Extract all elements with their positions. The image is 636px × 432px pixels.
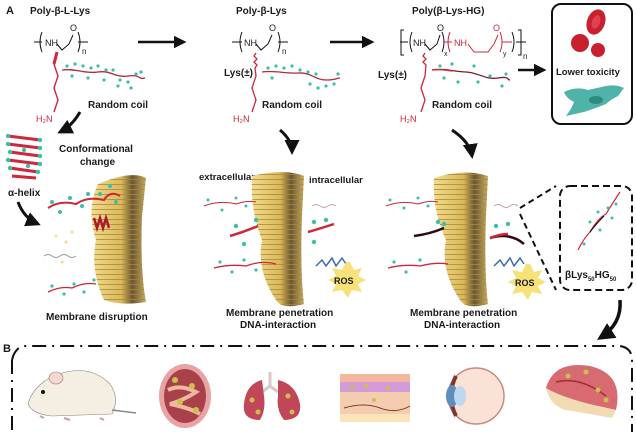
red-blood-cell-icon: [591, 43, 605, 57]
polymer-1: Poly-β-L-Lys NH O n H₂N Random coil: [30, 6, 148, 124]
panel-a-label: A: [6, 5, 14, 17]
ros-burst: [328, 262, 366, 298]
polymer-3-n: n: [523, 52, 527, 61]
polymer-1-amine: H₂N: [36, 114, 53, 124]
eye-icon: [446, 367, 505, 425]
inset-label-sub2: 50: [610, 277, 617, 283]
membrane-penetration-label: Membrane penetration: [226, 308, 333, 319]
conformational-label: Conformational: [59, 144, 133, 155]
alpha-helix-label: α-helix: [8, 188, 41, 199]
inset-label: βLys50HG50: [565, 270, 617, 283]
polymer-2-amine: H₂N: [233, 114, 250, 124]
lower-toxicity-box: Lower toxicity: [551, 3, 633, 125]
polymer-3-nh1: NH: [413, 38, 426, 48]
polymer-3-title: Poly(β-Lys-HG): [412, 6, 484, 17]
polymer-3-amine: H₂N: [400, 114, 417, 124]
left-mechanism: α-helix Conformational change Membrane d…: [5, 111, 148, 323]
arrow-curved: [16, 201, 41, 227]
panel-b-border: [11, 345, 633, 432]
abdominal-organ-icon: [159, 364, 211, 428]
polymer-3-side-label: Lys(±): [378, 70, 407, 81]
middle-mechanism: extracellular intracellular ROS Membrane…: [199, 128, 366, 331]
polymer-1-coil-label: Random coil: [88, 100, 148, 111]
red-blood-cell-icon: [571, 34, 589, 52]
polymer-3-o2: O: [493, 23, 500, 33]
polymer-2-n: n: [282, 47, 286, 56]
ros-label: ROS: [334, 276, 354, 286]
polymer-3-x: x: [444, 51, 448, 58]
inset-label-base: βLys: [565, 270, 588, 281]
skin-icon: [340, 374, 411, 422]
membrane-penetration-label: Membrane penetration: [410, 308, 517, 319]
polymer-3-coil-label: Random coil: [432, 100, 492, 111]
polymer-2: Poly-β-Lys NH O n Lys(±) H₂N Random coil: [224, 6, 341, 124]
inset-label-mid: HG: [595, 270, 610, 281]
mouse-icon: [27, 370, 137, 421]
ros-burst: [508, 264, 546, 300]
arrow-curved: [451, 128, 478, 159]
polymer-2-title: Poly-β-Lys: [236, 6, 287, 17]
arrow-curved: [597, 299, 622, 340]
extracellular-label: extracellular: [199, 172, 255, 183]
polymer-3-nh2: NH: [454, 38, 467, 48]
lower-toxicity-label: Lower toxicity: [556, 67, 621, 78]
polymer-2-nh: NH: [244, 38, 257, 48]
polymer-1-o: O: [70, 23, 77, 33]
polymer-2-o: O: [269, 23, 276, 33]
lung-icon: [243, 372, 301, 420]
polymer-3: Poly(β-Lys-HG) NH O x NH O y n Lys(±) H₂…: [378, 6, 527, 124]
inset-label-sub1: 50: [588, 277, 595, 283]
polymer-3-y: y: [503, 51, 507, 58]
arrow-curved: [279, 128, 300, 155]
polymer-2-coil-label: Random coil: [262, 100, 322, 111]
dna-interaction-label: DNA-interaction: [240, 320, 316, 331]
alpha-helix-icon: [5, 133, 43, 180]
polymer-1-title: Poly-β-L-Lys: [30, 6, 91, 17]
polymer-1-nh: NH: [45, 38, 58, 48]
ros-label: ROS: [515, 278, 535, 288]
polymer-2-side-label: Lys(±): [224, 68, 253, 79]
panel-b: B: [3, 343, 633, 432]
membrane-disruption-label: Membrane disruption: [46, 312, 148, 323]
change-label: change: [80, 157, 115, 168]
polymer-1-n: n: [82, 47, 86, 56]
right-mechanism: ROS Membrane penetration DNA-interaction…: [385, 128, 633, 340]
inset-box: [559, 185, 633, 291]
dna-interaction-label: DNA-interaction: [424, 320, 500, 331]
arrow-curved: [57, 111, 82, 134]
intracellular-label: intracellular: [309, 175, 363, 186]
polymer-3-o: O: [437, 23, 444, 33]
brain-icon: [546, 364, 618, 418]
panel-b-label: B: [3, 343, 11, 355]
